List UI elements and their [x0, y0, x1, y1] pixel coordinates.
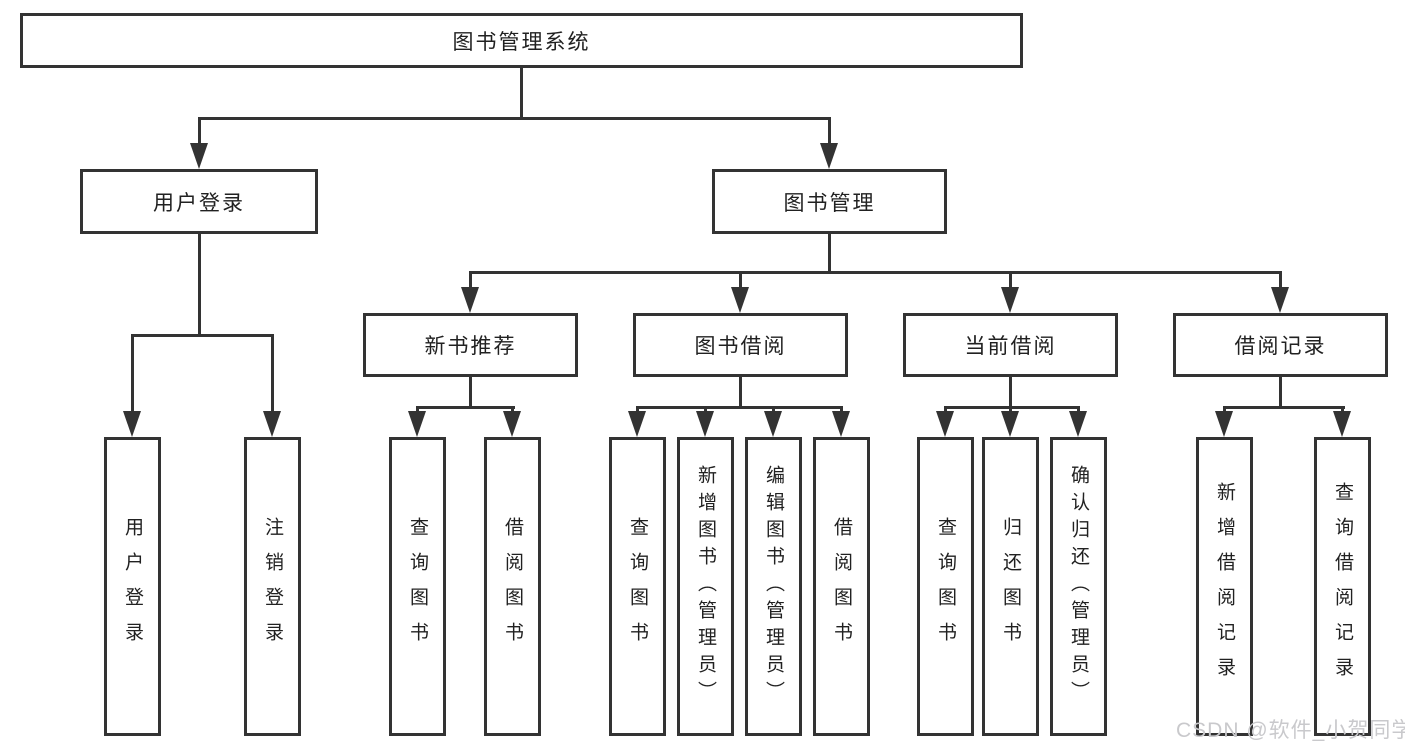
- leaf-return-books: 归还图书: [982, 437, 1039, 736]
- connector-book-management-drop: [828, 117, 831, 145]
- arrow-down-icon: [628, 411, 646, 437]
- connector-leaf-drop: [704, 406, 707, 414]
- node-book-borrowing: 图书借阅: [633, 313, 848, 377]
- connector-recommend-stem: [469, 377, 472, 409]
- connector-login-leaves-branch: [131, 334, 274, 337]
- connector-level3-branch: [469, 271, 1281, 274]
- arrow-down-icon: [764, 411, 782, 437]
- arrow-down-icon: [1333, 411, 1351, 437]
- connector-current-drop: [1009, 271, 1012, 289]
- connector-level2-branch: [198, 117, 830, 120]
- connector-leaf-drop: [1077, 406, 1080, 414]
- node-borrowing-records: 借阅记录: [1173, 313, 1388, 377]
- arrow-down-icon: [263, 411, 281, 437]
- arrow-down-icon: [1215, 411, 1233, 437]
- connector-leaf-drop: [772, 406, 775, 414]
- connector-leaf-drop: [636, 406, 639, 414]
- connector-leaf-drop: [416, 406, 419, 414]
- arrow-down-icon: [832, 411, 850, 437]
- connector-borrow-drop: [739, 271, 742, 289]
- watermark: CSDN @软件_小贺同学: [1176, 719, 1405, 742]
- connector-root-stem: [520, 68, 523, 118]
- arrow-down-icon: [1069, 411, 1087, 437]
- connector-leaf-drop: [840, 406, 843, 414]
- node-current-borrowing: 当前借阅: [903, 313, 1118, 377]
- connector-book-management-stem: [828, 234, 831, 274]
- leaf-confirm-return-admin: 确认归还（管理员）: [1050, 437, 1107, 736]
- arrow-down-icon: [820, 143, 838, 169]
- connector-leaf-drop: [511, 406, 514, 414]
- connector-leaf-drop: [944, 406, 947, 414]
- leaf-query-books: 查询图书: [917, 437, 974, 736]
- connector-leaf-drop: [1223, 406, 1226, 414]
- node-new-book-recommendation: 新书推荐: [363, 313, 578, 377]
- leaf-add-borrow-record: 新增借阅记录: [1196, 437, 1253, 736]
- leaf-add-books-admin: 新增图书（管理员）: [677, 437, 734, 736]
- connector-borrow-stem: [739, 377, 742, 409]
- arrow-down-icon: [190, 143, 208, 169]
- connector-records-stem: [1279, 377, 1282, 409]
- connector-leaf-drop: [1341, 406, 1344, 414]
- arrow-down-icon: [503, 411, 521, 437]
- connector-leaf-drop: [1009, 406, 1012, 414]
- arrow-down-icon: [1001, 411, 1019, 437]
- arrow-down-icon: [936, 411, 954, 437]
- arrow-down-icon: [461, 287, 479, 313]
- node-library-system: 图书管理系统: [20, 13, 1023, 68]
- leaf-query-books: 查询图书: [389, 437, 446, 736]
- connector-records-leaves-branch: [1223, 406, 1345, 409]
- arrow-down-icon: [123, 411, 141, 437]
- connector-recommend-leaves-branch: [416, 406, 515, 409]
- arrow-down-icon: [408, 411, 426, 437]
- arrow-down-icon: [696, 411, 714, 437]
- node-book-management: 图书管理: [712, 169, 947, 234]
- connector-recommend-drop: [469, 271, 472, 289]
- connector-current-stem: [1009, 377, 1012, 409]
- connector-leaf-drop: [131, 334, 134, 413]
- connector-current-leaves-branch: [944, 406, 1080, 409]
- connector-user-login-stem: [198, 233, 201, 336]
- leaf-edit-books-admin: 编辑图书（管理员）: [745, 437, 802, 736]
- connector-leaf-drop: [271, 334, 274, 413]
- node-user-login: 用户登录: [80, 169, 318, 234]
- leaf-borrow-books: 借阅图书: [484, 437, 541, 736]
- leaf-query-books: 查询图书: [609, 437, 666, 736]
- leaf-borrow-books: 借阅图书: [813, 437, 870, 736]
- arrow-down-icon: [731, 287, 749, 313]
- connector-user-login-drop: [198, 117, 201, 145]
- leaf-query-borrow-record: 查询借阅记录: [1314, 437, 1371, 736]
- leaf-logout: 注销登录: [244, 437, 301, 736]
- connector-records-drop: [1279, 271, 1282, 289]
- leaf-user-login: 用户登录: [104, 437, 161, 736]
- connector-borrow-leaves-branch: [636, 406, 843, 409]
- arrow-down-icon: [1001, 287, 1019, 313]
- arrow-down-icon: [1271, 287, 1289, 313]
